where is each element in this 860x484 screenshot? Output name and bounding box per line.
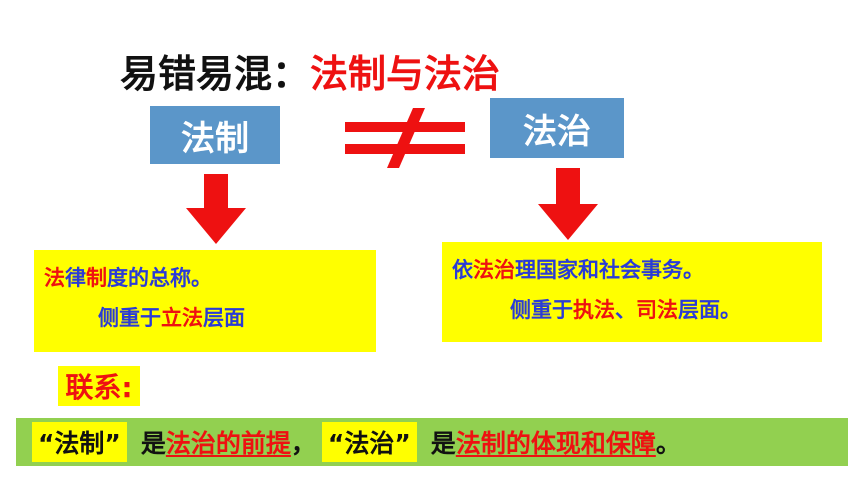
text-segment: 法 xyxy=(44,266,65,290)
text-segment: 度的总称。 xyxy=(107,266,212,290)
legal-system-definition: 法律制度的总称。 侧重于立法层面 xyxy=(34,250,376,352)
summary-is: 是 xyxy=(430,429,456,458)
text-segment: 层面 xyxy=(203,306,245,330)
summary-bar: “法制” 是 法治的前提 ， “法治” 是 法制的体现和保障 。 xyxy=(16,418,848,466)
text-segment: 侧重于 xyxy=(98,306,161,330)
title-highlight: 法制与法治 xyxy=(310,51,501,96)
text-segment: 立法 xyxy=(161,306,203,330)
text-segment: 依 xyxy=(452,258,473,282)
summary-end: 。 xyxy=(655,429,681,458)
fazhi-legal-system-label: 法制 xyxy=(181,118,249,159)
text-segment: 侧重于 xyxy=(510,298,573,322)
summary-is: 是 xyxy=(140,429,166,458)
text-segment: 层面。 xyxy=(678,298,741,322)
title-prefix: 易错易混： xyxy=(120,51,311,96)
arrow-down-icon xyxy=(538,168,598,240)
definition-line-2: 侧重于执法、司法层面。 xyxy=(452,290,812,330)
text-segment: 司法 xyxy=(636,298,678,322)
text-segment: 理国家和社会事务。 xyxy=(515,258,704,282)
text-segment: 法治 xyxy=(473,258,515,282)
arrow-down-icon xyxy=(186,174,246,244)
fazhi-legal-system-box: 法制 xyxy=(150,106,280,164)
text-segment: 、 xyxy=(615,298,636,322)
definition-line-1: 依法治理国家和社会事务。 xyxy=(452,250,812,290)
definition-line-1: 法律制度的总称。 xyxy=(44,258,366,298)
summary-comma: ， xyxy=(290,429,316,458)
text-segment: 律 xyxy=(65,266,86,290)
summary-term-rule-of-law: “法治” xyxy=(321,422,417,462)
fazhi-rule-of-law-label: 法治 xyxy=(523,111,591,152)
not-equal-icon xyxy=(345,108,465,168)
definition-line-2: 侧重于立法层面 xyxy=(44,298,366,338)
summary-part-1: 法治的前提 xyxy=(165,429,291,458)
summary-term-legal-system: “法制” xyxy=(32,422,127,462)
summary-part-2: 法制的体现和保障 xyxy=(455,429,656,458)
slide-title: 易错易混： 法制与法治 xyxy=(120,42,500,98)
fazhi-rule-of-law-box: 法治 xyxy=(490,98,624,158)
connection-label: 联系: xyxy=(58,366,140,406)
rule-of-law-definition: 依法治理国家和社会事务。 侧重于执法、司法层面。 xyxy=(442,242,822,342)
text-segment: 执法 xyxy=(573,298,615,322)
text-segment: 制 xyxy=(86,266,107,290)
